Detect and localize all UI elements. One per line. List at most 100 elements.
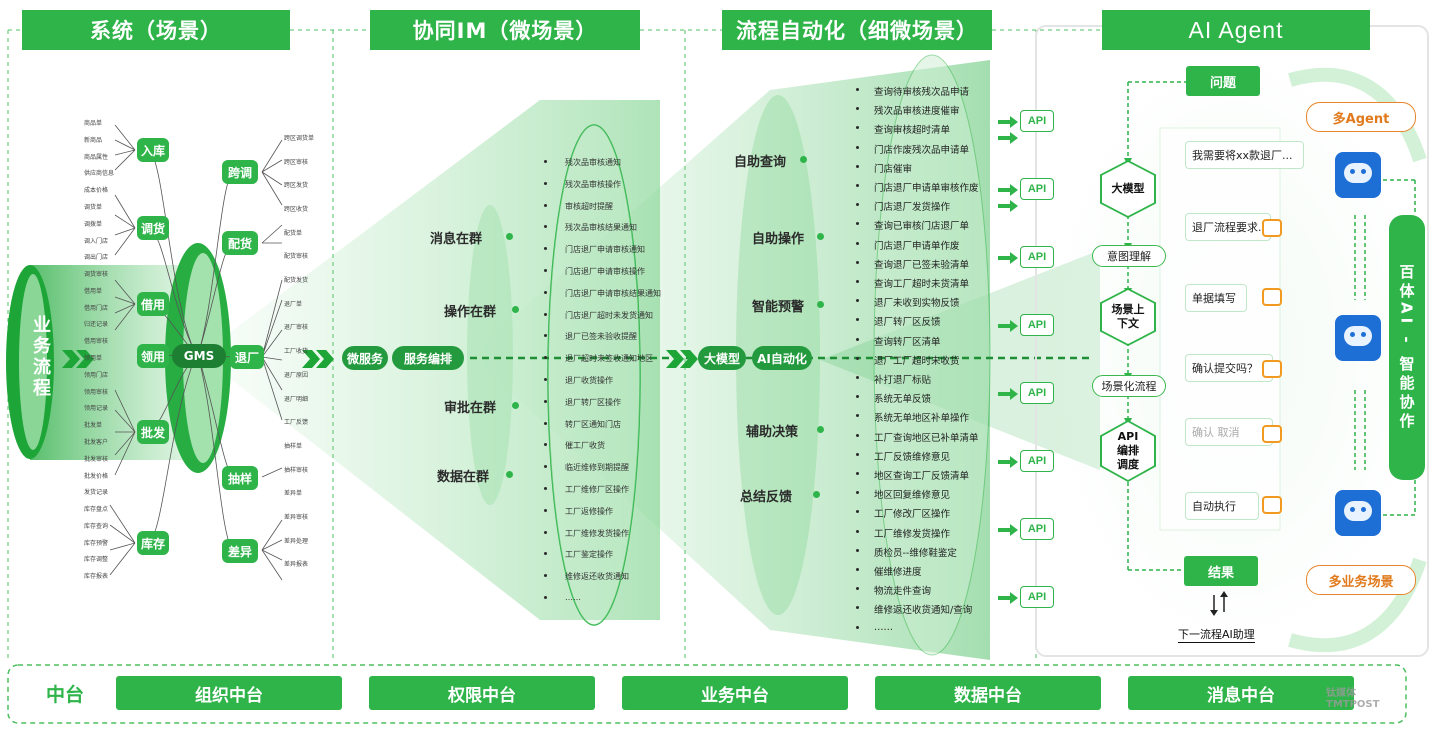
org-platform: 组织中台	[116, 676, 342, 710]
bullet-dot	[544, 203, 547, 207]
im-item: 残次品审核结果通知	[565, 223, 637, 233]
bullet-dot	[856, 184, 859, 187]
bot-icon	[1262, 425, 1282, 443]
bullet-dot	[856, 510, 859, 514]
leaf-item: 库存盘点	[84, 506, 109, 514]
gms-node: GMS	[172, 344, 226, 368]
auto-item: 工厂反馈维修意见	[874, 451, 951, 463]
leaf-item: 批发客户	[84, 438, 109, 446]
chat-bubble: 确认提交吗？	[1185, 354, 1273, 382]
bullet-dot	[856, 433, 859, 437]
im-group-message: 消息在群	[430, 232, 483, 247]
leaf-item: 差异单	[284, 490, 303, 498]
auto-item: 质检员--维修鞋鉴定	[874, 547, 957, 559]
leaf-item: 调货单	[84, 203, 103, 211]
node-pifa: 批发	[137, 420, 169, 444]
bullet-dot	[544, 465, 547, 469]
leaf-item: 借用单	[84, 287, 103, 295]
leaf-item: 抽样单	[284, 442, 303, 450]
im-group-operation: 操作在群	[444, 305, 497, 320]
header-ai-agent: AI Agent	[1102, 10, 1370, 50]
auto-item: 补打退厂标贴	[874, 375, 932, 386]
leaf-item: 批发单	[84, 422, 103, 430]
node-peihuo: 配货	[222, 231, 258, 255]
leaf-item: 批发价格	[84, 472, 109, 480]
bullet-dot	[856, 376, 859, 379]
im-group-approval: 审批在群	[444, 401, 497, 416]
im-group-dot	[512, 306, 519, 313]
bullet-dot	[544, 269, 547, 272]
auto-group-self-operation: 自助操作	[752, 232, 805, 247]
leaf-item: 跨区发货	[284, 182, 309, 190]
im-item: 退厂已签未验收提醒	[565, 332, 637, 342]
bullet-dot	[856, 568, 859, 571]
auto-item: 查询已审核门店退厂单	[874, 221, 970, 233]
bot-icon	[1262, 288, 1282, 306]
leaf-item: 库存查询	[84, 522, 109, 530]
bullet-dot	[856, 145, 859, 149]
chat-bubble: 自动执行	[1185, 492, 1259, 520]
bullet-dot	[856, 625, 859, 629]
bullet-dot	[544, 356, 547, 360]
im-group-data: 数据在群	[437, 470, 490, 485]
leaf-item: 退厂原因	[284, 371, 309, 379]
auto-item: 门店作废残次品申请单	[874, 144, 970, 156]
result-box: 结果	[1184, 556, 1258, 586]
question-box: 问题	[1186, 66, 1260, 96]
bullet-dot	[544, 247, 547, 251]
auto-item: 地区回复维修意见	[874, 490, 951, 502]
api-badge: API	[1020, 314, 1054, 336]
auto-item: 维修返还收货通知/查询	[874, 605, 973, 617]
leaf-item: 领用记录	[84, 405, 109, 413]
node-lingyong: 领用	[137, 344, 169, 368]
bullet-dot	[856, 88, 859, 91]
leaf-item: 库存调整	[84, 556, 109, 564]
auto-item: 工厂查询地区已补单清单	[874, 432, 979, 444]
bullet-dot	[544, 312, 547, 316]
node-ruku: 入库	[137, 138, 169, 162]
im-group-dot	[506, 233, 513, 240]
permission-platform: 权限中台	[369, 676, 595, 710]
bullet-dot	[856, 472, 859, 475]
bullet-dot	[544, 552, 547, 556]
node-tuichang: 退厂	[230, 345, 264, 369]
node-diaohuo: 调货	[137, 216, 169, 240]
leaf-item: 退厂明细	[284, 395, 309, 403]
im-item: 临近维修到期提醒	[565, 463, 629, 473]
api-arrows	[998, 116, 1018, 604]
business-process-label: 业务流程	[33, 315, 51, 399]
auto-group-smart-alert: 智能预警	[752, 300, 805, 315]
robot-icon	[1335, 490, 1381, 536]
leaf-item: 调货审核	[84, 271, 109, 279]
auto-item: 地区查询工厂反馈清单	[874, 471, 970, 482]
auto-item: 残次品审核进度催审	[874, 106, 960, 118]
api-badge: API	[1020, 518, 1054, 540]
leaf-item: 差异报表	[284, 561, 309, 569]
bullet-dot	[544, 225, 547, 229]
multi-biz-scene-badge: 多业务场景	[1306, 565, 1416, 595]
auto-item: 查询审核超时清单	[874, 125, 951, 137]
bullet-dot	[856, 280, 859, 283]
scene-flow: 场景化流程	[1092, 375, 1166, 397]
leaf-item: 配货发货	[284, 277, 309, 285]
im-item: 审核超时提醒	[565, 201, 613, 211]
api-badge: API	[1020, 586, 1054, 608]
robot-icon	[1335, 315, 1381, 361]
micro-service-pill: 微服务	[342, 346, 388, 370]
auto-item: 查询待审核残次品申请	[874, 87, 970, 98]
bullet-dot	[856, 337, 859, 341]
leaf-item: 差异审核	[284, 513, 309, 521]
header-collab-im: 协同IM（微场景）	[370, 10, 640, 50]
middle-platform-label: 中台	[46, 684, 85, 706]
auto-item: 催维修进度	[874, 567, 922, 578]
message-platform: 消息中台	[1128, 676, 1354, 710]
intent-understanding: 意图理解	[1092, 245, 1166, 267]
api-badge: API	[1020, 382, 1054, 404]
bullet-dot	[544, 160, 547, 163]
node-chayi: 差异	[222, 539, 258, 563]
orchestration-pill: 服务编排	[392, 346, 464, 370]
bullet-dot	[856, 164, 859, 168]
im-group-dot	[506, 471, 513, 478]
im-item: 门店退厂超时未发货通知	[565, 310, 653, 320]
bullet-dot	[544, 530, 547, 534]
